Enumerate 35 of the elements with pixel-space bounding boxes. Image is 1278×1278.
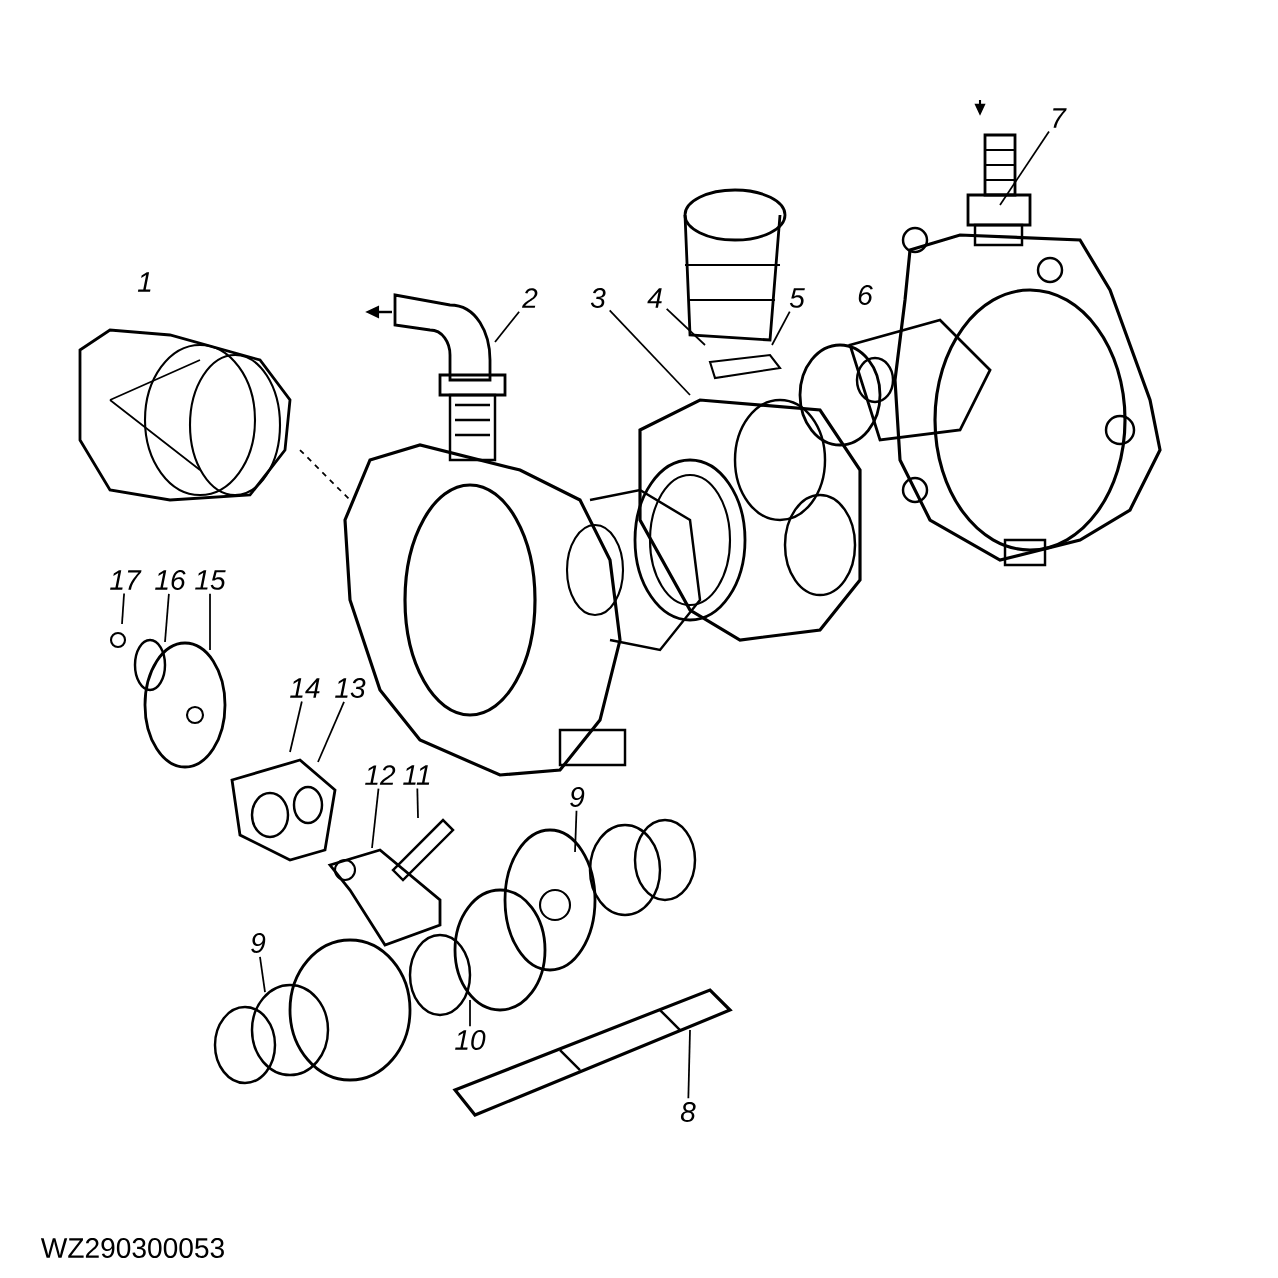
- callout-number: 14: [290, 678, 320, 698]
- callout-number: 2: [522, 288, 538, 308]
- callout-number: 15: [195, 570, 226, 590]
- callout-number: 16: [155, 570, 186, 590]
- callout-number: 8: [680, 1102, 696, 1122]
- leader-line: [469, 999, 471, 1028]
- leader-line: [209, 592, 211, 651]
- callout-number: 1: [137, 272, 151, 292]
- callout-number: 9: [251, 933, 266, 953]
- leader-line: [289, 700, 303, 753]
- callout-number: 17: [110, 570, 142, 590]
- callout-number: 11: [403, 765, 430, 785]
- leader-line: [371, 787, 380, 849]
- leader-line: [771, 310, 791, 346]
- leader-line: [317, 700, 345, 763]
- leader-line: [494, 310, 520, 343]
- callout-number: 7: [1053, 108, 1067, 128]
- callout-number: 13: [335, 678, 366, 698]
- leader-line: [574, 809, 578, 853]
- callout-number: 3: [590, 288, 606, 308]
- leader-line: [999, 130, 1050, 206]
- drawing-number: WZ290300053: [40, 1238, 224, 1258]
- callout-number: 9: [570, 787, 585, 807]
- callout-number: 12: [365, 765, 396, 785]
- callout-number: 10: [455, 1030, 486, 1050]
- leader-line: [608, 309, 691, 396]
- leader-line: [665, 308, 706, 346]
- leader-line: [164, 592, 170, 643]
- callout-number: 6: [858, 285, 873, 305]
- leader-line: [416, 787, 419, 819]
- leader-line: [259, 955, 266, 993]
- leader-line: [121, 592, 125, 625]
- leader-line: [687, 1029, 691, 1100]
- callout-number: 4: [647, 288, 662, 308]
- callout-number: 5: [789, 288, 805, 308]
